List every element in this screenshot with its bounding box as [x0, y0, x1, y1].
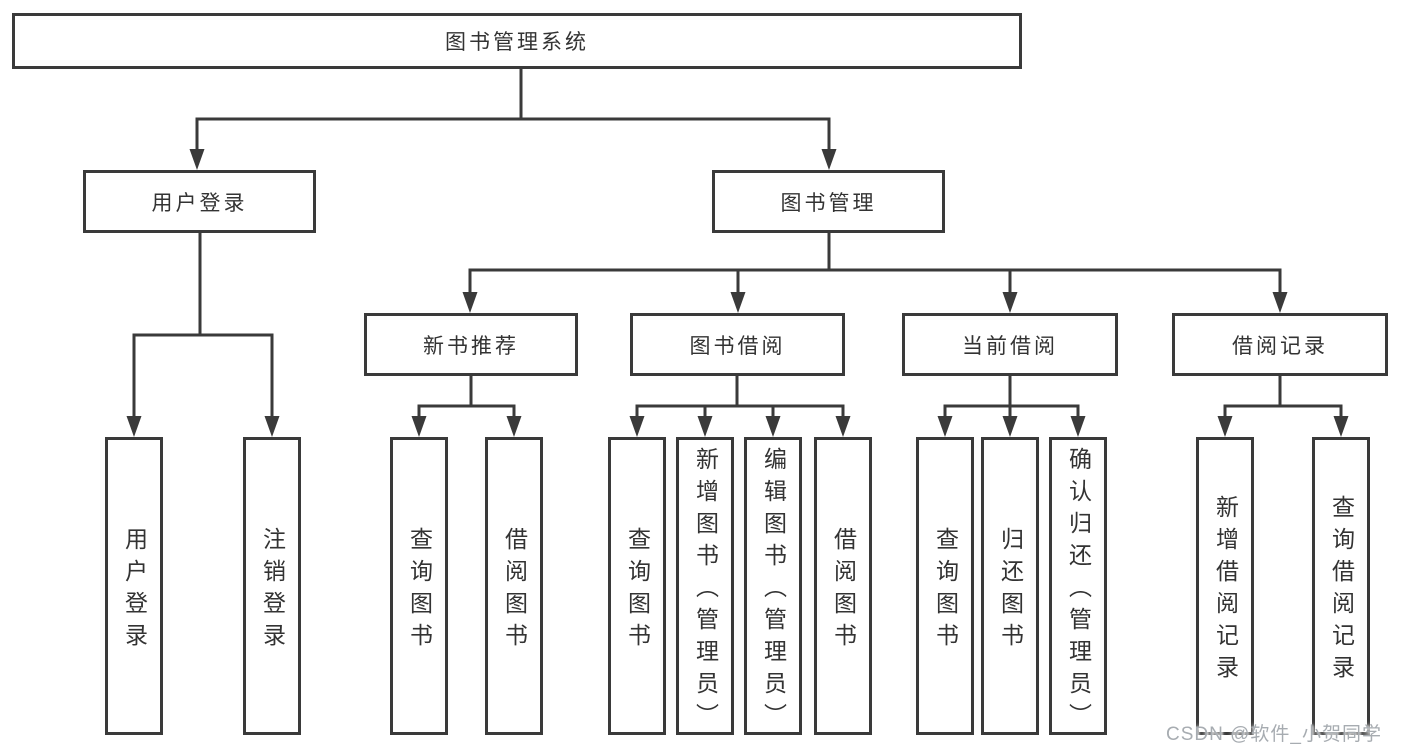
- leaf-query-borrow-record: 查询借阅记录: [1312, 437, 1370, 735]
- node-borrowing-records: 借阅记录: [1172, 313, 1388, 376]
- leaf-add-books-admin: 新增图书（管理员）: [676, 437, 734, 735]
- leaf-query-books: 查询图书: [608, 437, 666, 735]
- leaf-label: 查询借阅记录: [1328, 494, 1355, 687]
- leaf-logout: 注销登录: [243, 437, 301, 735]
- leaf-add-borrow-record: 新增借阅记录: [1196, 437, 1254, 735]
- leaf-label: 查询图书: [932, 526, 959, 655]
- node-user-login: 用户登录: [83, 170, 316, 233]
- node-label: 图书借阅: [689, 334, 786, 358]
- leaf-label: 新增借阅记录: [1212, 494, 1239, 687]
- leaf-user-login: 用户登录: [105, 437, 163, 735]
- leaf-borrow-books: 借阅图书: [485, 437, 543, 735]
- node-label: 当前借阅: [962, 334, 1058, 358]
- node-label: 用户登录: [151, 191, 248, 215]
- leaf-label: 用户登录: [121, 526, 148, 655]
- leaf-label: 编辑图书（管理员）: [760, 446, 787, 735]
- leaf-label: 借阅图书: [501, 526, 528, 655]
- node-new-book-recommendation: 新书推荐: [364, 313, 578, 376]
- leaf-label: 查询图书: [624, 526, 651, 655]
- leaf-label: 归还图书: [997, 526, 1024, 655]
- leaf-query-books: 查询图书: [390, 437, 448, 735]
- leaf-label: 查询图书: [406, 526, 433, 655]
- node-book-management: 图书管理: [712, 170, 945, 233]
- leaf-borrow-books: 借阅图书: [814, 437, 872, 735]
- node-library-management-system: 图书管理系统: [12, 13, 1022, 69]
- node-label: 新书推荐: [423, 334, 519, 358]
- leaf-label: 确认归还（管理员）: [1065, 446, 1092, 735]
- leaf-edit-books-admin: 编辑图书（管理员）: [744, 437, 802, 735]
- leaf-label: 新增图书（管理员）: [692, 446, 719, 735]
- arrowheads: [126, 149, 1349, 437]
- node-current-borrowing: 当前借阅: [902, 313, 1118, 376]
- leaf-label: 借阅图书: [830, 526, 857, 655]
- leaf-query-books: 查询图书: [916, 437, 974, 735]
- node-label: 借阅记录: [1232, 334, 1328, 358]
- csdn-watermark: CSDN @软件_小贺同学: [1166, 724, 1382, 745]
- node-book-borrowing: 图书借阅: [630, 313, 845, 376]
- leaf-return-books: 归还图书: [981, 437, 1039, 735]
- leaf-confirm-return-admin: 确认归还（管理员）: [1049, 437, 1107, 735]
- node-label: 图书管理: [780, 191, 877, 215]
- leaf-label: 注销登录: [259, 526, 286, 655]
- node-label: 图书管理系统: [445, 31, 589, 54]
